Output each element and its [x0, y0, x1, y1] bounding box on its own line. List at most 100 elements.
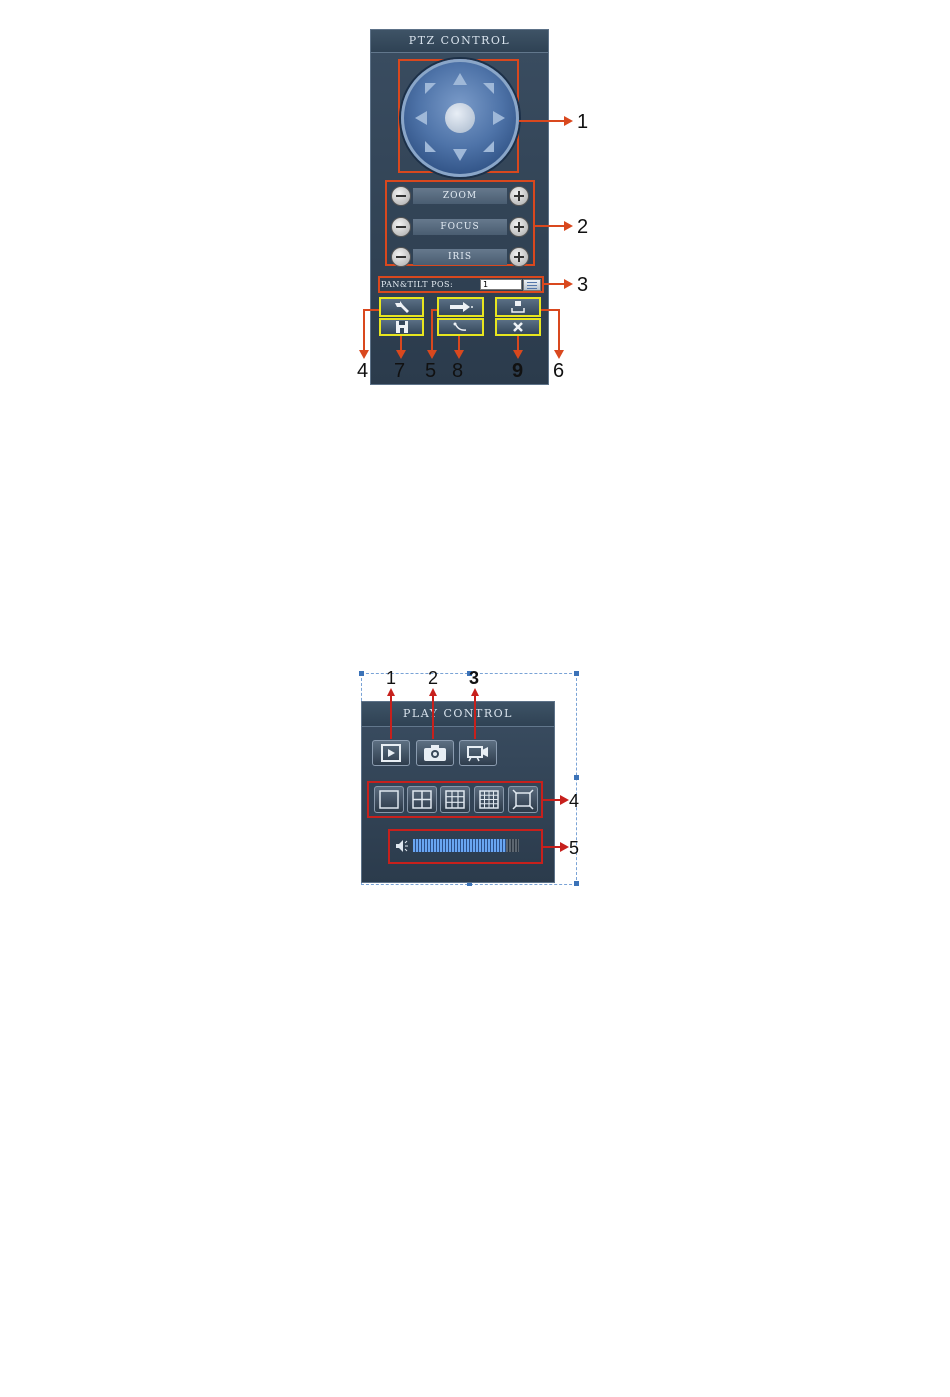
- play-icon: [381, 744, 401, 762]
- play-callout-arrow-3: [474, 695, 476, 739]
- arrow-up-icon[interactable]: [453, 73, 467, 85]
- callout-arrow-4-v: [363, 309, 365, 351]
- callout-arrow-5-v: [431, 309, 433, 351]
- play-callout-label-3: 3: [469, 668, 479, 688]
- arrow-up-left-icon[interactable]: [425, 83, 436, 94]
- iris-minus-button[interactable]: [391, 247, 411, 267]
- split-1-button[interactable]: [374, 786, 404, 813]
- play-button[interactable]: [372, 740, 410, 766]
- focus-label: FOCUS: [413, 219, 507, 235]
- track-curve-icon: [452, 321, 470, 333]
- direction-dial[interactable]: [401, 59, 519, 177]
- callout-arrow-8-v: [458, 336, 460, 351]
- callout-label-1: 1: [577, 112, 588, 132]
- callout-arrow-1-head: [564, 116, 573, 126]
- cruise-icon: [509, 300, 527, 314]
- arrow-right-icon[interactable]: [493, 111, 505, 125]
- arrow-down-right-icon[interactable]: [483, 141, 494, 152]
- wrench-icon: [393, 300, 411, 314]
- nine-screen-icon: [441, 787, 469, 812]
- callout-label-7: 7: [394, 361, 405, 381]
- callout-label-2: 2: [577, 217, 588, 237]
- goto-preset-button[interactable]: [437, 297, 484, 317]
- focus-minus-button[interactable]: [391, 217, 411, 237]
- callout-arrow-3-head: [564, 279, 573, 289]
- resize-handle[interactable]: [574, 775, 579, 780]
- callout-label-5: 5: [425, 361, 436, 381]
- arrow-left-icon[interactable]: [415, 111, 427, 125]
- callout-label-9: 9: [512, 361, 523, 381]
- record-button[interactable]: [459, 740, 497, 766]
- arrow-up-right-icon[interactable]: [483, 83, 494, 94]
- preset-settings-button[interactable]: [379, 297, 424, 317]
- play-callout-arrow-5-head: [560, 842, 569, 852]
- resize-handle[interactable]: [574, 671, 579, 676]
- split-4-button[interactable]: [407, 786, 437, 813]
- fullscreen-icon: [509, 787, 537, 812]
- callout-arrow-1: [519, 120, 566, 122]
- callout-arrow-4-head: [359, 350, 369, 359]
- volume-fill: [413, 839, 506, 852]
- zoom-in-button[interactable]: [509, 186, 529, 206]
- delete-preset-button[interactable]: [495, 318, 541, 336]
- callout-arrow-5-head: [427, 350, 437, 359]
- callout-label-6: 6: [553, 361, 564, 381]
- plus-vbar: [518, 252, 520, 262]
- zoom-control-row: ZOOM: [391, 186, 529, 206]
- volume-empty: [506, 839, 519, 852]
- track-button[interactable]: [437, 318, 484, 336]
- callout-arrow-9-v: [517, 336, 519, 351]
- callout-arrow-8-head: [454, 350, 464, 359]
- video-camera-icon: [466, 744, 490, 762]
- callout-arrow-6-v: [558, 309, 560, 351]
- save-preset-button[interactable]: [379, 318, 424, 336]
- cruise-button[interactable]: [495, 297, 541, 317]
- iris-control-row: IRIS: [391, 247, 529, 267]
- resize-handle[interactable]: [574, 881, 579, 886]
- split-9-button[interactable]: [440, 786, 470, 813]
- dial-center-button[interactable]: [445, 103, 475, 133]
- callout-arrow-9-head: [513, 350, 523, 359]
- callout-arrow-2-head: [564, 221, 573, 231]
- preset-spinner[interactable]: [523, 279, 541, 291]
- play-callout-label-5: 5: [569, 838, 579, 858]
- preset-input[interactable]: 1: [480, 279, 522, 290]
- goto-arrow-icon: [448, 301, 474, 313]
- play-callout-arrow-2: [432, 695, 434, 739]
- callout-arrow-7-head: [396, 350, 406, 359]
- callout-arrow-6-head: [554, 350, 564, 359]
- plus-vbar: [518, 222, 520, 232]
- arrow-down-icon[interactable]: [453, 149, 467, 161]
- spinner-lines-icon: [527, 282, 537, 283]
- callout-arrow-3: [544, 283, 566, 285]
- ptz-panel-title: PTZ CONTROL: [371, 30, 548, 53]
- close-icon: [512, 321, 524, 333]
- zoom-out-button[interactable]: [391, 186, 411, 206]
- focus-plus-button[interactable]: [509, 217, 529, 237]
- focus-control-row: FOCUS: [391, 217, 529, 237]
- callout-label-4: 4: [357, 361, 368, 381]
- play-callout-arrow-4-head: [560, 795, 569, 805]
- play-callout-label-1: 1: [386, 668, 396, 688]
- preset-label: PAN&TILT POS:: [381, 278, 479, 291]
- plus-vbar: [518, 191, 520, 201]
- sixteen-screen-icon: [475, 787, 503, 812]
- play-callout-label-2: 2: [428, 668, 438, 688]
- resize-handle[interactable]: [359, 671, 364, 676]
- callout-arrow-7-v: [400, 336, 402, 351]
- volume-slider[interactable]: [413, 839, 519, 852]
- quad-screen-icon: [408, 787, 436, 812]
- callout-arrow-6-h: [541, 309, 559, 311]
- callout-label-8: 8: [452, 361, 463, 381]
- minus-icon: [396, 195, 406, 197]
- split-16-button[interactable]: [474, 786, 504, 813]
- minus-icon: [396, 256, 406, 258]
- camera-icon: [423, 744, 447, 762]
- speaker-icon[interactable]: [395, 839, 411, 853]
- snapshot-button[interactable]: [416, 740, 454, 766]
- play-callout-label-4: 4: [569, 791, 579, 811]
- callout-arrow-4-h: [363, 309, 379, 311]
- arrow-down-left-icon[interactable]: [425, 141, 436, 152]
- iris-plus-button[interactable]: [509, 247, 529, 267]
- fullscreen-button[interactable]: [508, 786, 538, 813]
